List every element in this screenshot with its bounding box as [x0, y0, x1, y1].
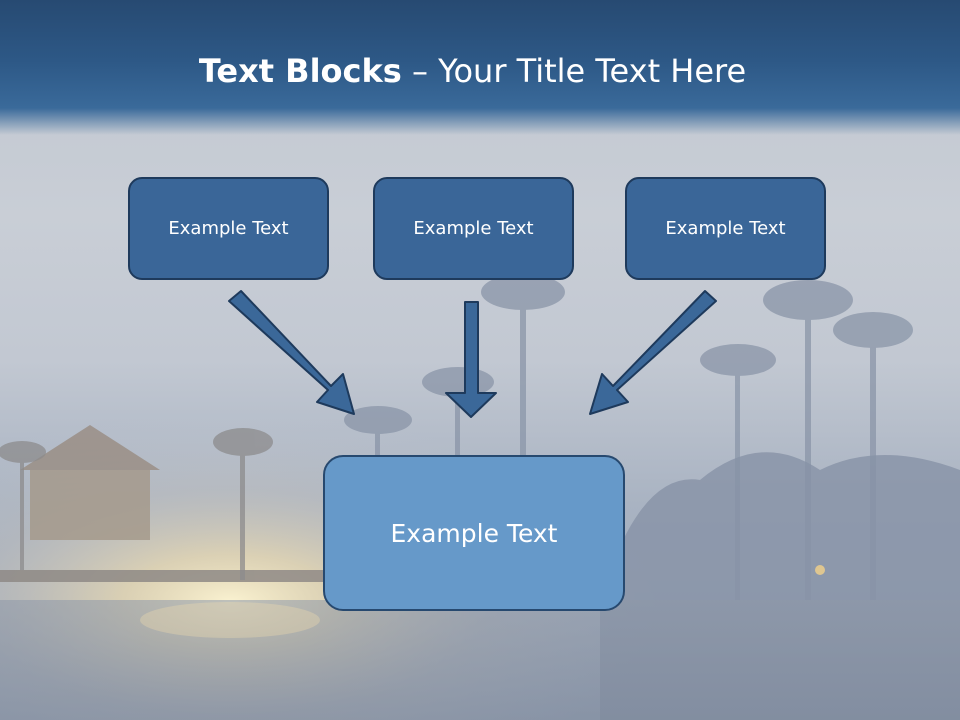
text-box-label: Example Text [413, 218, 534, 239]
slide-title: Text Blocks – Your Title Text Here [0, 52, 945, 90]
title-bar [0, 0, 960, 135]
text-box-top-right[interactable]: Example Text [625, 177, 826, 280]
right-arrow [589, 290, 717, 415]
title-dash: – [401, 52, 439, 90]
center-arrow [445, 301, 497, 418]
text-box-top-center[interactable]: Example Text [373, 177, 574, 280]
text-box-label: Example Text [390, 518, 558, 548]
title-bold-part: Text Blocks [198, 52, 402, 90]
text-box-label: Example Text [665, 218, 786, 239]
text-box-label: Example Text [168, 218, 289, 239]
left-arrow [228, 290, 355, 415]
text-box-top-left[interactable]: Example Text [128, 177, 329, 280]
title-rest-part: Your Title Text Here [438, 52, 747, 90]
text-box-bottom[interactable]: Example Text [323, 455, 625, 611]
